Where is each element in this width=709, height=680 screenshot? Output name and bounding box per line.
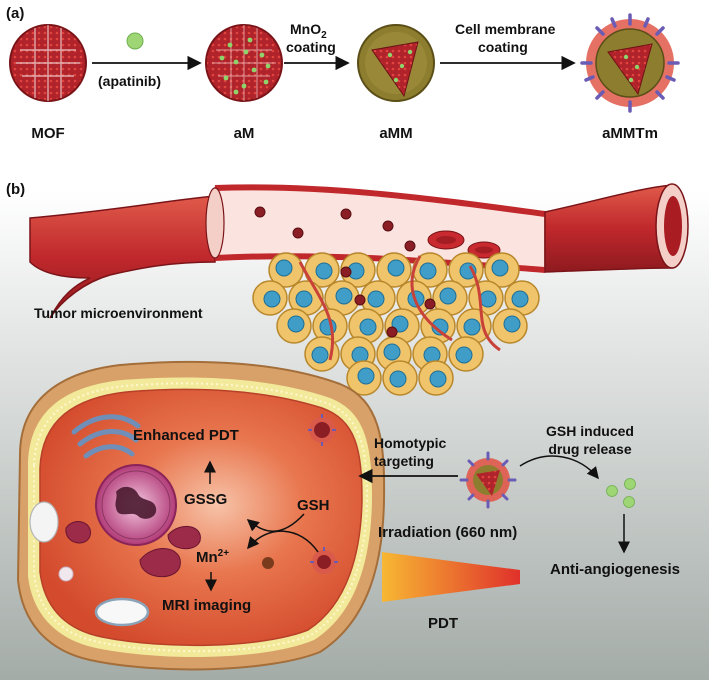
tumor-cell-nucleus xyxy=(511,290,529,308)
arrow-particle-to-mn xyxy=(247,530,319,553)
mno2-text: MnO xyxy=(290,21,321,37)
tumor-cell-nucleus xyxy=(419,262,437,280)
stage-label-am: aM xyxy=(234,125,255,142)
stage-label-ammtm: aMMTm xyxy=(602,125,658,142)
tumor-cell-nucleus xyxy=(455,346,473,364)
accumulated-particle xyxy=(424,298,436,310)
tumor-cell-nucleus xyxy=(389,370,407,388)
tumor-cell-illustration xyxy=(16,360,386,671)
mri-imaging-label: MRI imaging xyxy=(162,597,251,614)
accumulated-particle xyxy=(386,326,398,338)
capillary xyxy=(410,255,453,342)
apatinib-label: (apatinib) xyxy=(98,73,161,89)
tumor-cell-cluster-illustration xyxy=(252,252,540,396)
ammtm-particle-icon xyxy=(580,13,680,113)
stage-label-amm: aMM xyxy=(379,125,412,142)
am-particle-icon xyxy=(205,24,283,102)
mn-superscript: 2+ xyxy=(218,548,230,559)
light-beam-icon xyxy=(382,552,520,602)
internalized-particle-icon xyxy=(310,547,338,574)
tumor-cell-nucleus xyxy=(387,259,405,277)
blood-vessel-illustration xyxy=(29,183,689,319)
amm-particle-icon xyxy=(357,24,435,102)
anti-angiogenesis-label: Anti-angiogenesis xyxy=(550,561,680,578)
gsh-release-label-1: GSH induced xyxy=(546,423,634,439)
membrane-coating-label: Cell membrane xyxy=(455,21,556,37)
capillary xyxy=(468,265,501,352)
tumor-cell-nucleus xyxy=(479,290,497,308)
enhanced-pdt-label: Enhanced PDT xyxy=(133,427,239,444)
released-drug-icon xyxy=(606,478,636,508)
tumor-cell-nucleus xyxy=(275,259,293,277)
tumor-cell-nucleus xyxy=(359,318,377,336)
tumor-cell-nucleus xyxy=(311,346,329,364)
irradiation-label: Irradiation (660 nm) xyxy=(378,524,517,541)
tumor-cell-nucleus xyxy=(463,318,481,336)
accumulated-particle xyxy=(340,266,352,278)
arrow-drug-release xyxy=(519,455,599,480)
tumor-cell-nucleus xyxy=(295,290,313,308)
pdt-label: PDT xyxy=(428,615,458,632)
mno2-subscript: 2 xyxy=(321,30,327,41)
apatinib-drug-icon xyxy=(126,32,144,50)
tumor-cell-nucleus xyxy=(263,290,281,308)
tumor-cell-nucleus xyxy=(315,262,333,280)
tumor-cell-nucleus xyxy=(391,315,409,333)
tumor-cell-nucleus xyxy=(287,315,305,333)
mno2-coating-line2: coating xyxy=(286,39,336,55)
free-ammtm-particle-icon xyxy=(459,451,517,509)
mof-particle-icon xyxy=(9,24,87,102)
tumor-cell-nucleus xyxy=(503,315,521,333)
targeting-label: targeting xyxy=(374,453,434,469)
tumor-cell-nucleus xyxy=(367,290,385,308)
gsh-label: GSH xyxy=(297,497,330,514)
panel-b-label: (b) xyxy=(6,181,25,198)
tumor-microenvironment-label: Tumor microenvironment xyxy=(34,305,203,321)
tumor-cell-nucleus xyxy=(439,287,457,305)
tumor-cell-nucleus xyxy=(357,367,375,385)
arrow-gsh-to-gssg xyxy=(246,513,305,532)
gsh-release-label-2: drug release xyxy=(548,441,631,457)
accumulated-particle xyxy=(354,294,366,306)
tumor-cell-nucleus xyxy=(383,343,401,361)
tumor-cell-nucleus xyxy=(429,370,447,388)
stage-label-mof: MOF xyxy=(31,125,64,142)
mn-ion-icon xyxy=(262,557,274,569)
gssg-label: GSSG xyxy=(184,491,227,508)
capillary xyxy=(298,261,335,361)
tumor-cell-nucleus xyxy=(431,318,449,336)
homotypic-label: Homotypic xyxy=(374,435,447,451)
panel-a-label: (a) xyxy=(6,5,24,22)
mn-text: Mn xyxy=(196,549,218,566)
mn-ion-label: Mn2+ xyxy=(196,548,229,566)
tumor-cell-nucleus xyxy=(335,287,353,305)
membrane-bound-particle-icon xyxy=(308,414,336,446)
membrane-coating-line2: coating xyxy=(478,39,528,55)
mno2-coating-label: MnO2 xyxy=(290,21,327,41)
tumor-cell-nucleus xyxy=(491,259,509,277)
